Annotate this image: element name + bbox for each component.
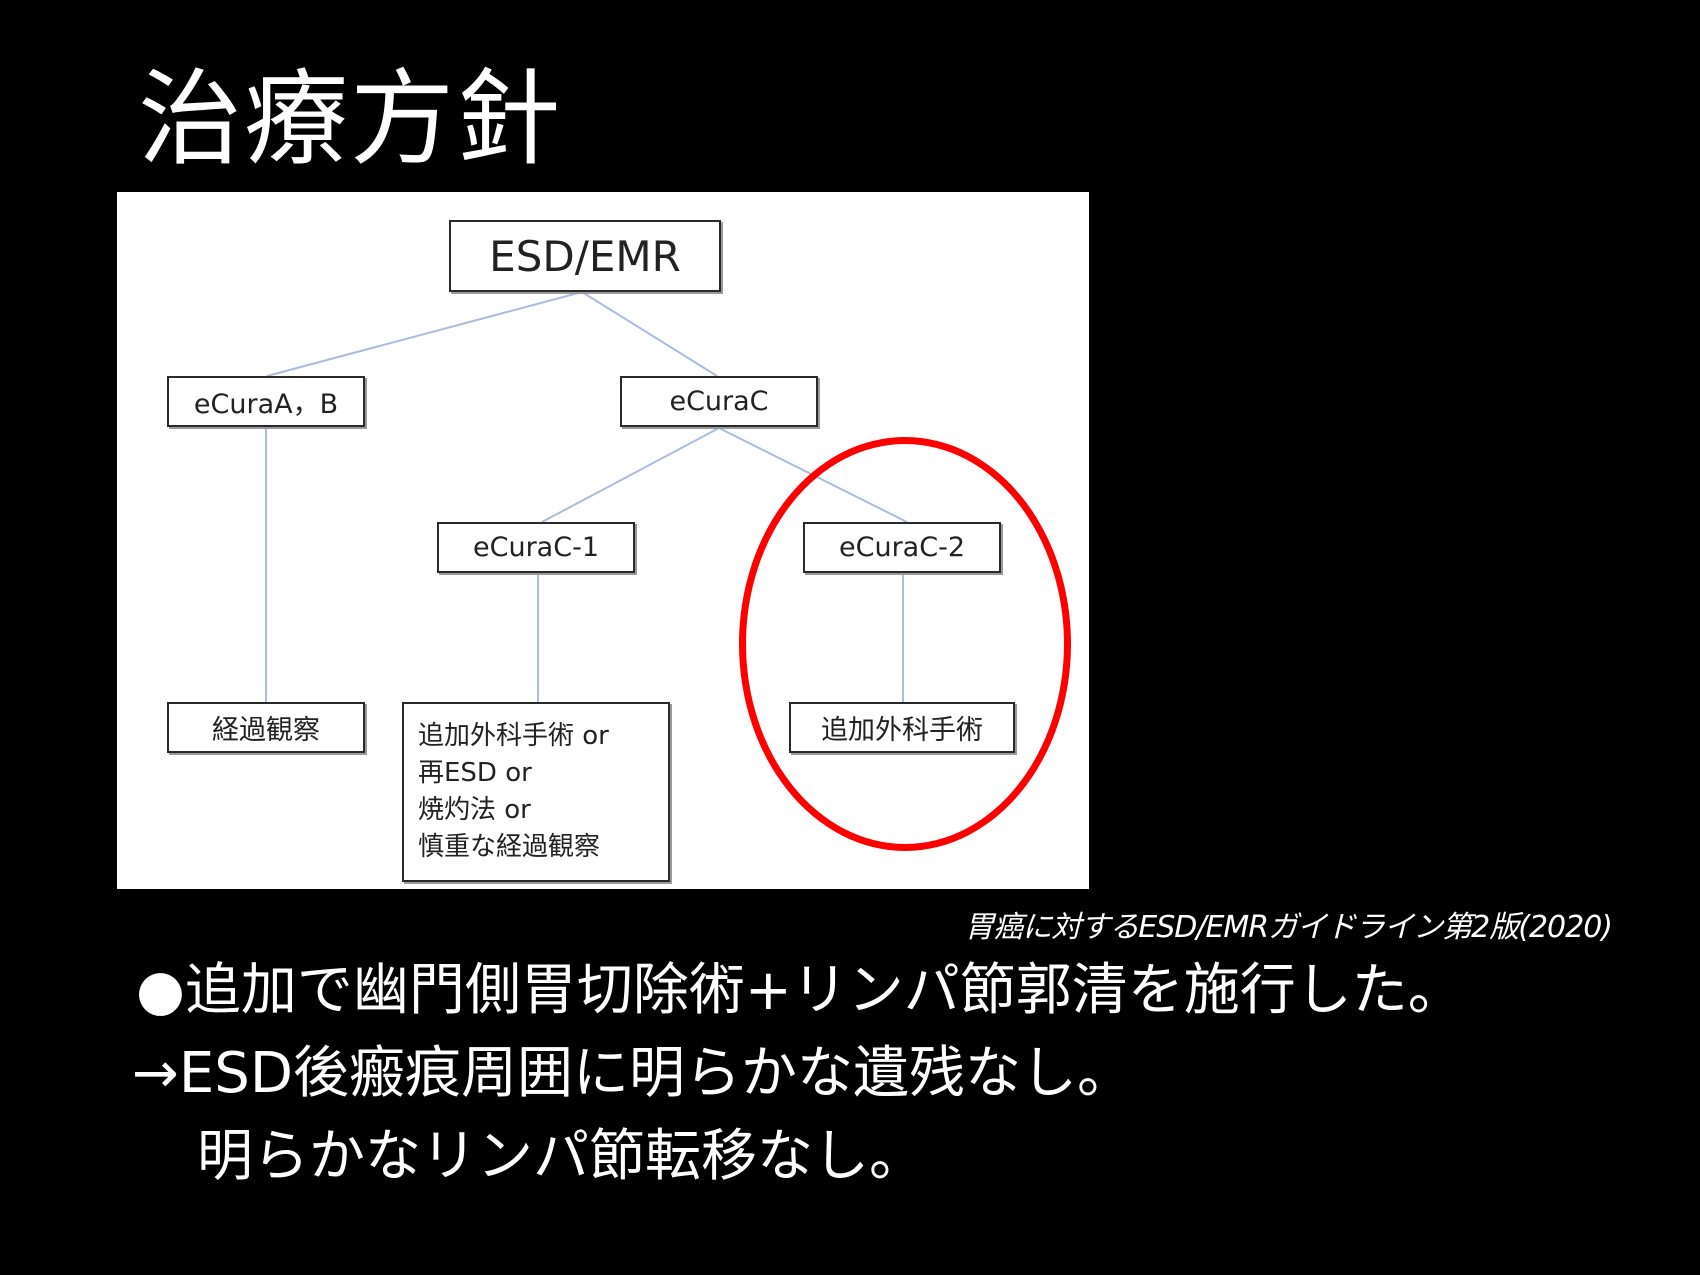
- body-line-3: 明らかなリンパ節転移なし。: [197, 1124, 925, 1189]
- node-observation: 経過観察: [167, 702, 365, 753]
- c1-option: 追加外科手術 or: [418, 721, 609, 751]
- slide-title: 治療方針: [138, 58, 563, 180]
- c1-option: 慎重な経過観察: [418, 832, 601, 862]
- connector-ecura-c-to-c1: [541, 427, 720, 523]
- connector-root-to-ecura-c: [581, 291, 718, 377]
- highlight-circle: [739, 437, 1071, 851]
- body-line-2: →ESD後瘢痕周囲に明らかな遺残なし。: [132, 1041, 1133, 1106]
- node-esd-emr: ESD/EMR: [449, 220, 721, 292]
- node-ecura-c: eCuraC: [620, 376, 818, 427]
- source-citation: 胃癌に対するESD/EMRガイドライン第2版(2020): [964, 910, 1613, 945]
- node-c1-options: 追加外科手術 or 再ESD or 焼灼法 or 慎重な経過観察: [402, 702, 670, 882]
- node-ecura-ab: eCuraA，B: [167, 376, 365, 427]
- node-ecura-c1: eCuraC-1: [437, 522, 635, 573]
- body-line-1: ●追加で幽門側胃切除術+リンパ節郭清を施行した。: [136, 958, 1464, 1023]
- c1-option: 焼灼法 or: [418, 795, 531, 825]
- c1-option: 再ESD or: [418, 758, 532, 788]
- connector-root-to-ecura-ab: [266, 291, 583, 377]
